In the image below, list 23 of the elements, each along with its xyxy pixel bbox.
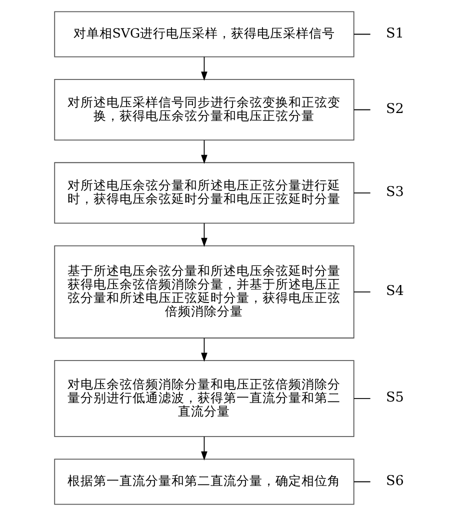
node-box: 基于所述电压余弦分量和所述电压余弦延时分量获得电压余弦倍频消除分量，并基于所述电压正弦分量和所述电压正弦延时分量，获得电压正弦倍频消除分量 xyxy=(54,245,354,338)
node-text: S5 xyxy=(386,390,404,406)
node-text: S4 xyxy=(386,283,404,300)
arrow xyxy=(201,338,208,362)
connector xyxy=(354,481,371,482)
node-box: 对所述电压余弦分量和所述电压正弦分量进行延时，获得电压余弦延时分量和电压正弦延时分量 xyxy=(54,162,354,224)
node-box: 根据第一直流分量和第二直流分量，确定相位角 xyxy=(54,458,354,505)
node-box: 对电压余弦倍频消除分量和电压正弦倍频消除分量分别进行低通滤波，获得第一直流分量和第二直流分量 xyxy=(54,360,354,437)
node-text: S6 xyxy=(386,472,404,489)
arrow xyxy=(201,140,208,164)
arrow xyxy=(201,436,208,460)
connector xyxy=(354,398,371,400)
node-box: 对所述电压采样信号同步进行余弦变换和正弦变换，获得电压余弦分量和电压正弦分量 xyxy=(54,79,354,140)
node-text: S3 xyxy=(386,184,404,200)
connector xyxy=(354,291,371,292)
connector xyxy=(354,109,371,110)
connector xyxy=(354,34,371,35)
arrow xyxy=(201,56,208,81)
node-text: S2 xyxy=(386,100,404,117)
arrow xyxy=(201,222,208,247)
connector xyxy=(354,192,371,194)
node-text: S1 xyxy=(386,25,404,42)
node-box: 对单相SVG进行电压采样，获得电压采样信号 xyxy=(54,11,354,58)
